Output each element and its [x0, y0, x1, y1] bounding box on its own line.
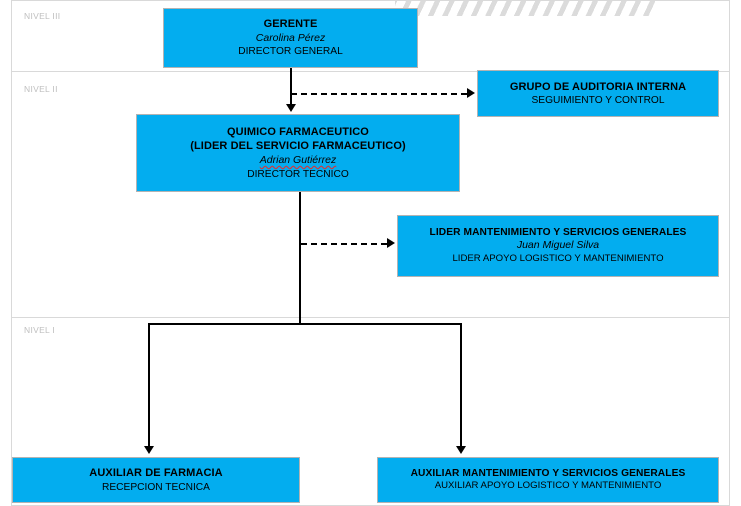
node-quimico-farmaceutico[interactable]: QUIMICO FARMACEUTICO (LIDER DEL SERVICIO… — [136, 114, 460, 192]
node-lider-mantenimiento-title: LIDER MANTENIMIENTO Y SERVICIOS GENERALE… — [429, 227, 687, 239]
node-lider-mantenimiento-role: LIDER APOYO LOGISTICO Y MANTENIMIENTO — [452, 253, 664, 265]
connector-gerente-to-quimico — [290, 67, 292, 107]
node-gerente[interactable]: GERENTE Carolina Pérez DIRECTOR GENERAL — [163, 8, 418, 68]
arrowhead-auditoria — [467, 88, 475, 98]
connector-to-auxiliar-farmacia — [148, 323, 150, 448]
node-auditoria-interna-title: GRUPO DE AUDITORIA INTERNA — [509, 80, 687, 93]
node-lider-mantenimiento[interactable]: LIDER MANTENIMIENTO Y SERVICIOS GENERALE… — [397, 215, 719, 277]
connector-split-bar — [148, 323, 462, 325]
level-label-ii: NIVEL II — [24, 84, 58, 94]
node-auxiliar-farmacia[interactable]: AUXILIAR DE FARMACIA RECEPCION TECNICA — [12, 457, 300, 503]
connector-gerente-to-auditoria — [291, 93, 467, 95]
node-auxiliar-mantenimiento-title: AUXILIAR MANTENIMIENTO Y SERVICIOS GENER… — [410, 467, 686, 479]
node-gerente-person: Carolina Pérez — [255, 31, 326, 44]
arrowhead-quimico — [286, 104, 296, 112]
connector-quimico-to-lider-mantenimiento — [301, 243, 387, 245]
arrowhead-lider-mantenimiento — [387, 238, 395, 248]
node-auditoria-interna[interactable]: GRUPO DE AUDITORIA INTERNA SEGUIMIENTO Y… — [477, 70, 719, 117]
node-auditoria-interna-role: SEGUIMIENTO Y CONTROL — [531, 95, 665, 107]
node-lider-mantenimiento-person: Juan Miguel Silva — [516, 239, 600, 252]
node-gerente-role: DIRECTOR GENERAL — [238, 46, 343, 58]
node-auxiliar-farmacia-role: RECEPCION TECNICA — [102, 481, 210, 493]
node-auxiliar-mantenimiento[interactable]: AUXILIAR MANTENIMIENTO Y SERVICIOS GENER… — [377, 457, 719, 503]
node-quimico-farmaceutico-title-line2: (LIDER DEL SERVICIO FARMACEUTICO) — [190, 140, 406, 153]
arrowhead-auxiliar-farmacia — [144, 446, 154, 454]
node-quimico-farmaceutico-person: Adrian Gutiérrez — [259, 153, 337, 166]
node-gerente-title: GERENTE — [263, 18, 318, 31]
node-auxiliar-farmacia-title: AUXILIAR DE FARMACIA — [89, 467, 223, 480]
level-label-i: NIVEL I — [24, 325, 56, 335]
node-quimico-farmaceutico-role: DIRECTOR TECNICO — [247, 168, 349, 180]
level-label-iii: NIVEL III — [24, 11, 61, 21]
connector-quimico-trunk — [299, 192, 301, 325]
arrowhead-auxiliar-mantenimiento — [456, 446, 466, 454]
node-auxiliar-mantenimiento-role: AUXILIAR APOYO LOGISTICO Y MANTENIMIENTO — [434, 480, 662, 492]
connector-to-auxiliar-mantenimiento — [460, 323, 462, 448]
node-quimico-farmaceutico-title-line1: QUIMICO FARMACEUTICO — [227, 125, 369, 138]
